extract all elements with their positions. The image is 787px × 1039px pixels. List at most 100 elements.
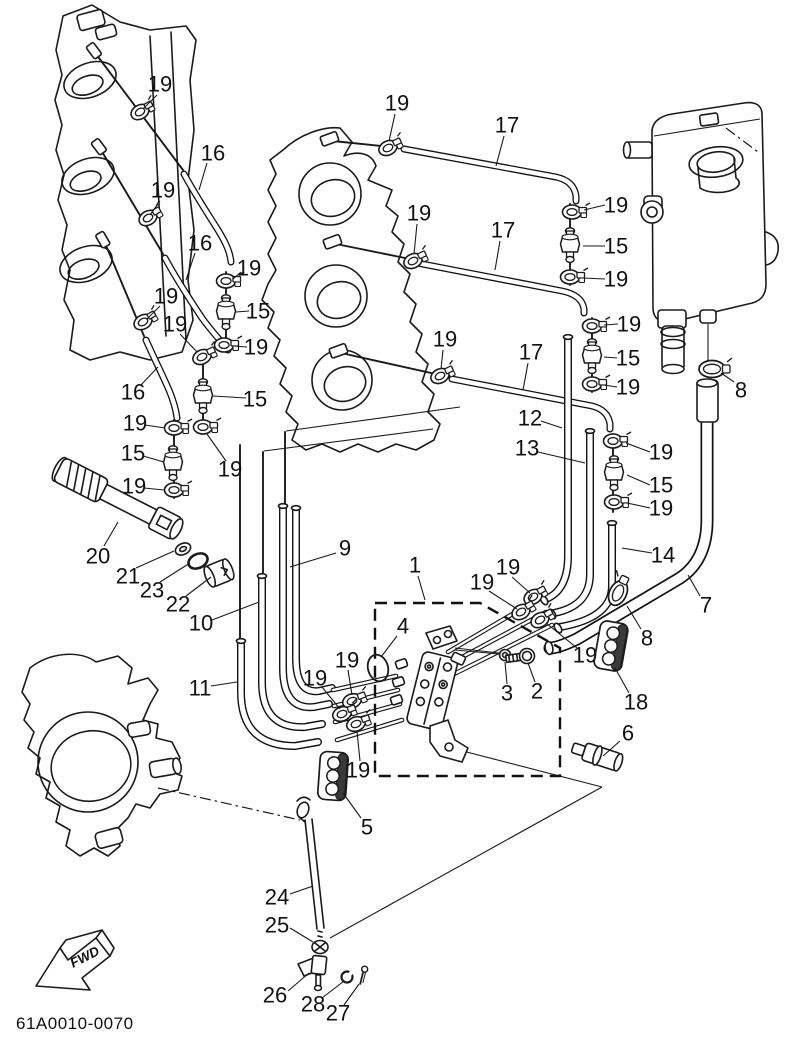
hose-clamp-icon [602, 431, 632, 449]
callout-4-46: 4 [397, 614, 409, 639]
callout-19-35: 19 [616, 375, 640, 400]
callout-19-0: 19 [148, 72, 172, 97]
check-valve-icon [192, 378, 214, 415]
callout-13-29: 13 [515, 436, 539, 461]
fwd-arrow: FWD [35, 929, 115, 991]
callout-19-22: 19 [385, 91, 409, 116]
callout-19-53: 19 [303, 666, 327, 691]
check-valve-icon [603, 455, 625, 492]
hose-clamp-icon [374, 131, 409, 160]
oil-tank [622, 101, 780, 375]
callout-19-33: 19 [617, 312, 641, 337]
hose-clamp-icon [213, 335, 243, 353]
callout-8-40: 8 [735, 378, 747, 403]
callout-6-44: 6 [622, 721, 634, 746]
callout-5-55: 5 [361, 815, 373, 840]
callout-8-42: 8 [641, 626, 653, 651]
callout-19-47: 19 [496, 555, 520, 580]
callout-23-17: 23 [140, 578, 164, 603]
band-clamp-icon [698, 357, 733, 379]
callout-2-51: 2 [531, 679, 543, 704]
callout-15-10: 15 [243, 387, 267, 412]
callout-19-54: 19 [346, 758, 370, 783]
callout-11-20: 11 [189, 676, 212, 701]
callout-19-48: 19 [470, 570, 494, 595]
leader-lines [103, 94, 735, 1006]
callout-19-13: 19 [122, 474, 146, 499]
callout-17-27: 17 [519, 340, 543, 365]
crankcase-lower [21, 653, 183, 857]
callout-19-32: 19 [604, 267, 628, 292]
callout-28-59: 28 [301, 992, 325, 1017]
callout-16-3: 16 [188, 231, 212, 256]
callout-9-21: 9 [339, 536, 351, 561]
hose-clamp-icon [561, 202, 591, 220]
callout-19-38: 19 [649, 496, 673, 521]
callout-19-4: 19 [154, 284, 178, 309]
check-valve-icon [162, 445, 184, 482]
pump-assembly-outline-box [373, 601, 562, 778]
callout-1-45: 1 [409, 553, 421, 578]
engine-block-center [261, 126, 441, 453]
engine-left-bank [54, 4, 197, 361]
callout-16-6: 16 [121, 380, 145, 405]
callout-25-57: 25 [265, 913, 289, 938]
hose-clamp-icon [163, 480, 193, 498]
callout-15-37: 15 [649, 473, 673, 498]
callout-19-36: 19 [649, 440, 673, 465]
callout-20-15: 20 [86, 544, 110, 569]
hose-clamp-icon [559, 267, 589, 285]
check-valve-icon [581, 338, 603, 375]
small-parts [51, 456, 630, 992]
oil-pump-assembly [389, 625, 469, 763]
alignment-lines [157, 406, 603, 939]
callout-19-24: 19 [433, 327, 457, 352]
hose-clamp-icon [192, 417, 222, 435]
callout-19-11: 19 [123, 411, 147, 436]
callout-17-26: 17 [491, 218, 515, 243]
o-ring-4 [366, 653, 390, 683]
callout-17-25: 17 [495, 113, 519, 138]
part-code-label: 61A0010-0070 [16, 1014, 134, 1033]
callout-15-34: 15 [616, 346, 640, 371]
callout-19-7: 19 [237, 256, 261, 281]
callout-26-58: 26 [263, 983, 287, 1008]
link-rod-24 [296, 796, 325, 943]
callout-19-49: 19 [573, 643, 597, 668]
callout-3-50: 3 [501, 681, 513, 706]
joint-25 [311, 939, 329, 955]
callout-18-43: 18 [624, 690, 648, 715]
washer-28 [340, 970, 354, 984]
callout-12-28: 12 [518, 406, 542, 431]
callout-numbers: 1916191619191619151915191519192021232210… [86, 72, 747, 1026]
callout-24-56: 24 [265, 885, 289, 910]
check-valve-icon [215, 294, 237, 331]
cotter-pin-27 [359, 965, 369, 985]
callout-15-8: 15 [246, 299, 270, 324]
callout-15-12: 15 [121, 441, 145, 466]
callout-21-16: 21 [116, 564, 140, 589]
callout-10-19: 10 [189, 611, 213, 636]
callout-19-30: 19 [604, 193, 628, 218]
callout-14-39: 14 [651, 543, 675, 568]
callout-19-52: 19 [335, 648, 359, 673]
o-ring-23 [187, 552, 209, 570]
drive-shaft [51, 456, 184, 540]
callout-19-14: 19 [218, 457, 242, 482]
bolt-2 [504, 647, 536, 665]
bracket-26 [297, 954, 328, 992]
callout-19-9: 19 [244, 335, 268, 360]
callout-19-2: 19 [151, 178, 175, 203]
hose-clamp-icon [134, 200, 168, 230]
hose-clamp-icon [581, 374, 611, 392]
callout-7-41: 7 [700, 593, 712, 618]
callout-15-31: 15 [604, 234, 628, 259]
callout-19-23: 19 [407, 201, 431, 226]
seal-22 [203, 558, 235, 588]
callout-27-60: 27 [326, 1001, 350, 1026]
callout-19-5: 19 [163, 312, 187, 337]
hose-clamp-icon [163, 418, 193, 436]
check-valve-icon [559, 227, 581, 264]
